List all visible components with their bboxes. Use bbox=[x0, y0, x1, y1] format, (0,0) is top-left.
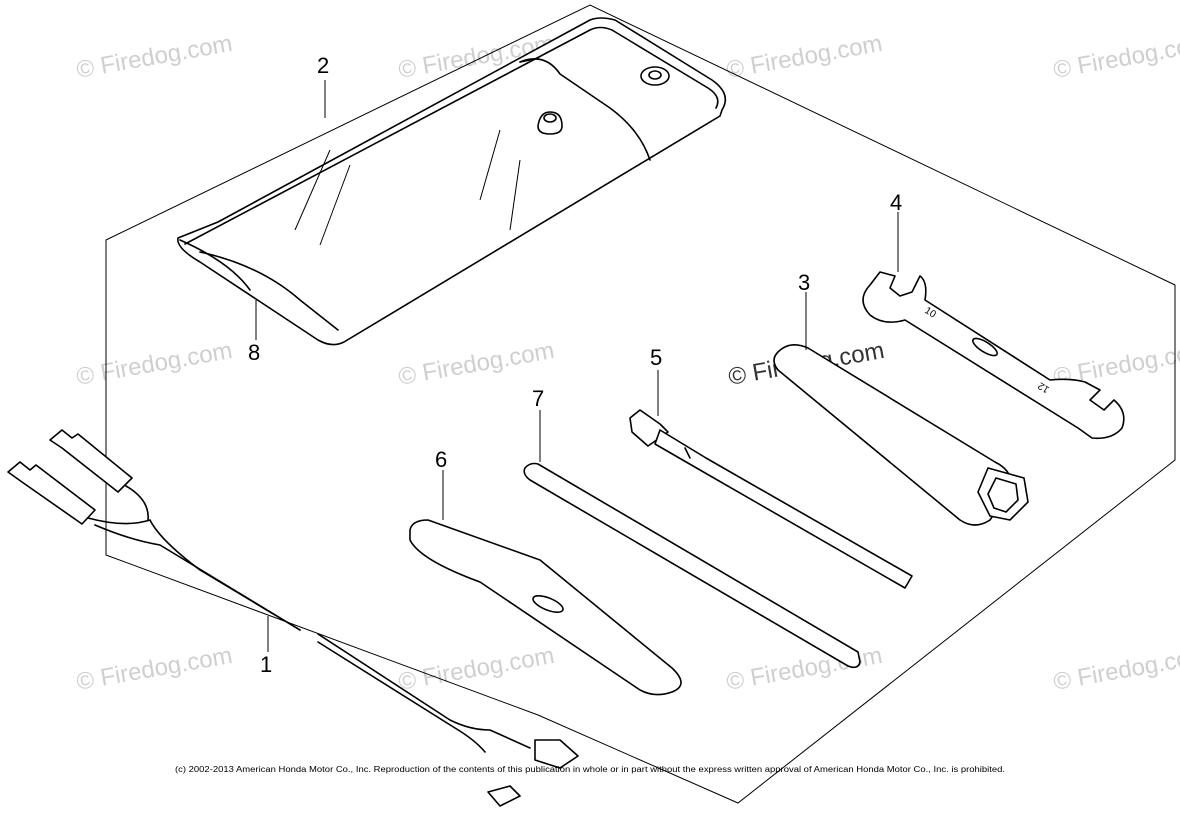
watermark: © Firedog.com bbox=[1051, 642, 1180, 696]
callout-3: 3 bbox=[798, 270, 810, 295]
callout-8: 8 bbox=[248, 340, 260, 365]
grommet-icon bbox=[640, 66, 670, 86]
rod-tool bbox=[523, 462, 861, 669]
watermark: © Firedog.com bbox=[1051, 30, 1180, 84]
watermark: © Firedog.com bbox=[74, 642, 234, 696]
callout-5: 5 bbox=[650, 345, 662, 370]
watermark: © Firedog.com bbox=[74, 30, 234, 84]
watermark: © Firedog.com bbox=[724, 30, 884, 84]
watermark: © Firedog.com bbox=[74, 337, 234, 391]
tool-bag bbox=[177, 17, 727, 346]
callout-4: 4 bbox=[890, 190, 902, 215]
snap-button-icon bbox=[537, 111, 563, 135]
callout-6: 6 bbox=[435, 447, 447, 472]
watermark: © Firedog.com bbox=[396, 337, 556, 391]
screwdriver bbox=[629, 409, 913, 589]
box-spanner bbox=[773, 344, 1029, 526]
callout-1: 1 bbox=[260, 652, 272, 677]
callout-7: 7 bbox=[532, 386, 544, 411]
leader-lines bbox=[255, 80, 899, 652]
open-end-wrench: 10 12 bbox=[862, 271, 1125, 440]
flat-tool bbox=[409, 519, 682, 696]
callout-numbers: 2 8 1 3 4 5 7 6 bbox=[248, 53, 902, 677]
copyright-notice: (c) 2002-2013 American Honda Motor Co., … bbox=[175, 765, 1005, 774]
cable-assembly bbox=[7, 429, 579, 807]
hex-socket-icon bbox=[977, 467, 1029, 521]
watermark: © Firedog.com bbox=[396, 642, 556, 696]
watermark: © Firedog.com bbox=[724, 642, 884, 696]
kit-outline-frame bbox=[105, 4, 1176, 804]
callout-2: 2 bbox=[317, 53, 329, 78]
